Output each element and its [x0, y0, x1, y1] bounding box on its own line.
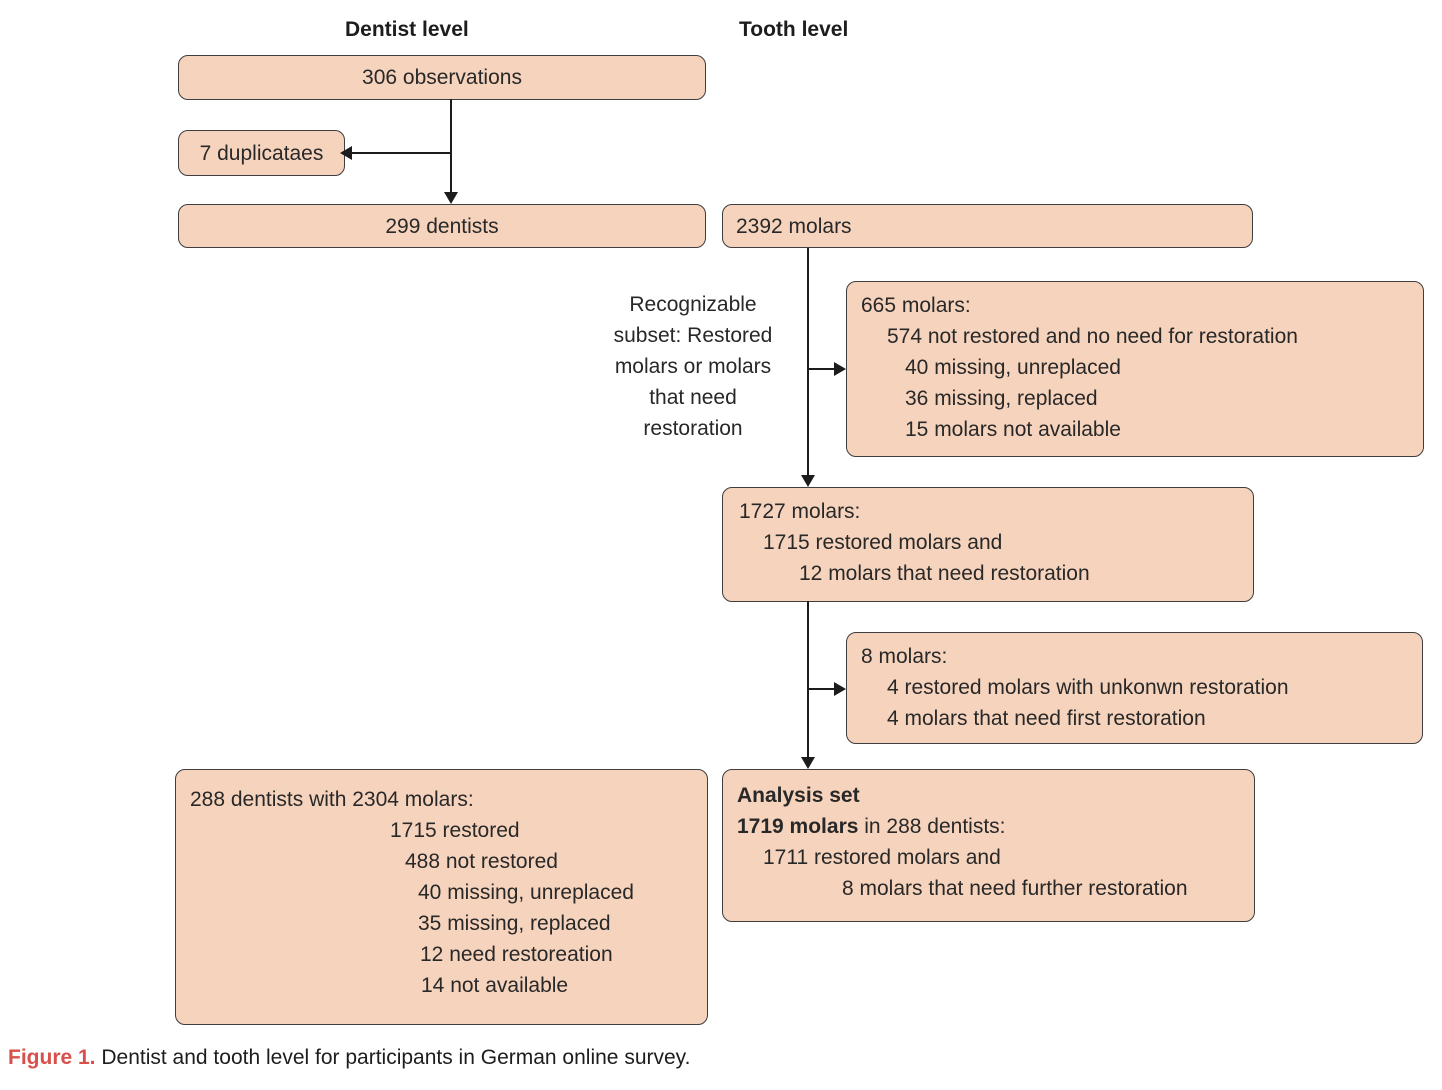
dentist-summary-box: 288 dentists with 2304 molars: 1715 rest…	[175, 769, 708, 1025]
recognizable-subset-note: Recognizable subset: Restored molars or …	[601, 289, 785, 444]
excluded-665-line: 40 missing, unreplaced	[905, 356, 1121, 379]
dentist-summary-line: 488 not restored	[405, 850, 558, 873]
molars-1727-title: 1727 molars:	[739, 500, 861, 523]
observations-box: 306 observations	[178, 55, 706, 100]
arrowhead-down-icon	[444, 192, 458, 204]
excluded-665-title: 665 molars:	[861, 294, 971, 317]
arrowhead-down-icon	[801, 757, 815, 769]
analysis-set-line: 8 molars that need further restoration	[842, 877, 1188, 900]
figure-caption-label: Figure 1.	[8, 1046, 96, 1069]
excluded-665-line: 36 missing, replaced	[905, 387, 1098, 410]
arrow-line	[807, 601, 809, 757]
dentist-summary-line: 1715 restored	[390, 819, 520, 842]
excluded-665-molars-box: 665 molars: 574 not restored and no need…	[846, 281, 1424, 457]
dentist-summary-line: 12 need restoreation	[420, 943, 613, 966]
note-line: restoration	[643, 417, 743, 440]
recognizable-1727-molars-box: 1727 molars: 1715 restored molars and 12…	[722, 487, 1254, 602]
analysis-set-box: Analysis set 1719 molars in 288 dentists…	[722, 769, 1255, 922]
analysis-set-subtitle: 1719 molars in 288 dentists:	[737, 811, 1240, 842]
molars-1727-line: 1715 restored molars and	[763, 531, 1003, 554]
arrowhead-right-icon	[834, 682, 846, 696]
arrow-line	[352, 152, 452, 154]
analysis-set-subtitle-bold: 1719 molars	[737, 815, 859, 838]
arrowhead-down-icon	[801, 475, 815, 487]
note-line: molars or molars	[614, 355, 772, 378]
dentists-text: 299 dentists	[385, 214, 499, 238]
arrowhead-right-icon	[834, 362, 846, 376]
figure-caption: Figure 1. Dentist and tooth level for pa…	[8, 1046, 690, 1070]
dentist-summary-title: 288 dentists with 2304 molars:	[190, 788, 474, 811]
analysis-set-title: Analysis set	[737, 784, 860, 807]
excluded-665-line: 15 molars not available	[905, 418, 1121, 441]
arrow-line	[808, 688, 834, 690]
note-line: subset: Restored	[613, 324, 773, 347]
duplicates-text: 7 duplicataes	[199, 141, 324, 165]
figure-caption-text: Dentist and tooth level for participants…	[95, 1046, 691, 1069]
molars-text: 2392 molars	[736, 214, 852, 238]
observations-text: 306 observations	[362, 66, 522, 89]
excluded-665-line: 574 not restored and no need for restora…	[887, 325, 1298, 348]
arrow-line	[808, 368, 834, 370]
molars-box: 2392 molars	[722, 204, 1253, 248]
excluded-8-line: 4 restored molars with unkonwn restorati…	[887, 676, 1289, 699]
arrowhead-left-icon	[340, 146, 352, 160]
dentist-summary-line: 40 missing, unreplaced	[418, 881, 634, 904]
molars-1727-line: 12 molars that need restoration	[799, 562, 1090, 585]
dentist-summary-line: 35 missing, replaced	[418, 912, 611, 935]
column-header-dentist-level: Dentist level	[345, 18, 469, 41]
note-line: Recognizable	[629, 293, 757, 316]
analysis-set-line: 1711 restored molars and	[763, 846, 1001, 869]
excluded-8-molars-box: 8 molars: 4 restored molars with unkonwn…	[846, 632, 1423, 744]
column-header-tooth-level: Tooth level	[739, 18, 849, 41]
note-line: that need	[649, 386, 737, 409]
dentists-box: 299 dentists	[178, 204, 706, 248]
analysis-set-subtitle-rest: in 288 dentists:	[858, 815, 1006, 838]
arrow-line	[450, 99, 452, 193]
excluded-8-title: 8 molars:	[861, 645, 948, 668]
arrow-line	[807, 248, 809, 476]
excluded-8-line: 4 molars that need first restoration	[887, 707, 1206, 730]
duplicates-box: 7 duplicataes	[178, 130, 345, 176]
dentist-summary-line: 14 not available	[421, 974, 569, 997]
